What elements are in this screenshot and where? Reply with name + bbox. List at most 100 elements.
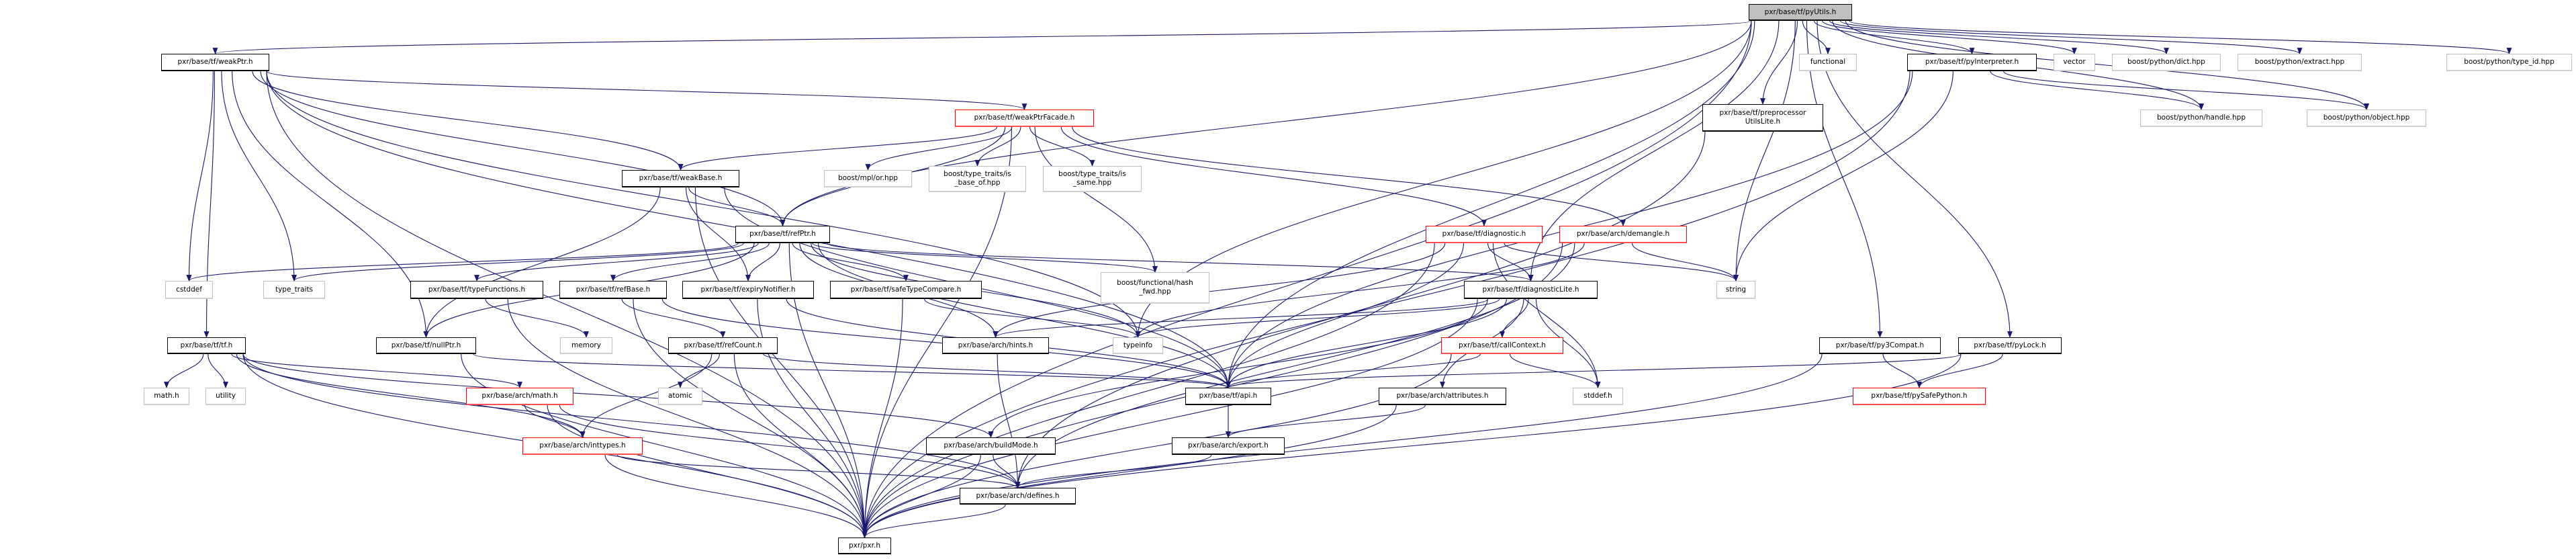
edge-pyLock-to-api <box>1226 353 1962 388</box>
edge-callContext-to-api <box>1226 353 1481 388</box>
edge-tf-to-buildMode <box>242 353 994 438</box>
graph-node-weakPtrFacade[interactable]: pxr/base/tf/weakPtrFacade.h <box>955 110 1094 127</box>
node-label: atomic <box>668 392 692 400</box>
graph-node-typeFunctions[interactable]: pxr/base/tf/typeFunctions.h <box>410 281 543 299</box>
edge-weakPtrFacade-to-weakBase <box>678 126 998 171</box>
edge-typeFunctions-to-pxr <box>507 298 868 538</box>
graph-node-api[interactable]: pxr/base/tf/api.h <box>1185 388 1271 405</box>
graph-node-pyLock[interactable]: pxr/base/tf/pyLock.h <box>1958 337 2062 354</box>
edge-pyUtils-to-string <box>1733 20 1796 282</box>
node-label: type_traits <box>275 285 314 294</box>
graph-node-buildMode[interactable]: pxr/base/arch/buildMode.h <box>926 437 1056 455</box>
graph-node-pyInterpreter[interactable]: pxr/base/tf/pyInterpreter.h <box>1907 54 2037 71</box>
edge-archMath-to-inttypes <box>524 404 586 438</box>
node-label: math.h <box>154 392 179 400</box>
graph-node-refBase[interactable]: pxr/base/tf/refBase.h <box>559 281 667 299</box>
edge-typeFunctions-to-memory <box>485 298 589 338</box>
graph-node-diagLite[interactable]: pxr/base/tf/diagnosticLite.h <box>1464 281 1598 299</box>
edge-pyUtils-to-extract <box>1839 20 2303 54</box>
edge-diagLite-to-hints <box>993 298 1489 338</box>
graph-node-inttypes[interactable]: pxr/base/arch/inttypes.h <box>522 437 643 455</box>
edge-weakPtr-to-pxr <box>266 71 868 538</box>
edge-diagLite-to-callContext <box>1500 298 1529 338</box>
edge-refBase-to-pxr <box>633 298 868 538</box>
graph-node-pySafePython[interactable]: pxr/base/tf/pySafePython.h <box>1853 388 1986 405</box>
node-label: utility <box>216 392 236 400</box>
node-label: vector <box>2063 58 2086 66</box>
node-label: boost/python/type_id.hpp <box>2464 58 2555 66</box>
edge-demangle-to-string <box>1631 243 1739 282</box>
edge-pyUtils-to-preproc <box>1760 20 1798 105</box>
graph-node-archMath[interactable]: pxr/base/arch/math.h <box>466 388 573 405</box>
graph-node-refPtr[interactable]: pxr/base/tf/refPtr.h <box>735 226 830 243</box>
edge-nullPtr-to-api <box>473 353 1231 388</box>
graph-node-weakBase[interactable]: pxr/base/tf/weakBase.h <box>622 170 739 187</box>
node-label: pxr/pxr.h <box>849 541 880 550</box>
graph-node-handle: boost/python/handle.hpp <box>2140 110 2262 127</box>
node-label: pxr/base/tf/pyUtils.h <box>1764 7 1837 16</box>
edge-diagLite-to-pxr <box>862 298 1478 538</box>
edge-attributes-to-export <box>1226 404 1426 438</box>
edge-weakPtrFacade-to-issame <box>1029 126 1095 167</box>
edge-weakPtr-to-cstddef <box>186 71 214 282</box>
edge-pyInterpreter-to-object <box>2003 71 2369 110</box>
node-label: pxr/base/arch/inttypes.h <box>539 441 626 449</box>
node-label: pxr/base/tf/typeFunctions.h <box>428 285 526 294</box>
graph-node-export[interactable]: pxr/base/arch/export.h <box>1172 437 1285 455</box>
edge-refPtr-to-api <box>818 243 1231 388</box>
edge-pyUtils-to-functional <box>1802 20 1831 54</box>
node-label: boost/mpl/or.hpp <box>837 174 899 182</box>
graph-node-defines[interactable]: pxr/base/arch/defines.h <box>960 488 1076 505</box>
graph-node-safeType[interactable]: pxr/base/tf/safeTypeCompare.h <box>830 281 982 299</box>
graph-node-preproc[interactable]: pxr/base/tf/preprocessor UtilsLite.h <box>1702 104 1823 132</box>
node-label: pxr/base/tf/callContext.h <box>1459 341 1546 349</box>
edge-weakPtr-to-typeinfo <box>266 71 1141 338</box>
graph-node-attributes[interactable]: pxr/base/arch/attributes.h <box>1379 388 1506 405</box>
edge-diagnostic-to-api <box>1226 243 1465 388</box>
graph-node-weakPtr[interactable]: pxr/base/tf/weakPtr.h <box>161 54 269 71</box>
edge-pyUtils-to-dict <box>1829 20 2169 54</box>
edge-archMath-to-pxr <box>547 404 868 538</box>
graph-node-tf[interactable]: pxr/base/tf/tf.h <box>167 337 246 354</box>
graph-node-expiry[interactable]: pxr/base/tf/expiryNotifier.h <box>682 281 814 299</box>
graph-node-demangle[interactable]: pxr/base/arch/demangle.h <box>1559 226 1687 243</box>
edge-hints-to-defines <box>997 353 1021 488</box>
graph-node-refCount[interactable]: pxr/base/tf/refCount.h <box>668 337 778 354</box>
node-label: boost/functional/hash _fwd.hpp <box>1117 279 1193 296</box>
edge-refPtr-to-safeType <box>792 243 909 282</box>
edge-refPtr-to-hashfwd <box>812 243 1158 273</box>
edge-tf-to-archMath <box>231 353 522 388</box>
edge-pyInterpreter-to-string <box>1733 71 1953 282</box>
graph-node-py3Compat[interactable]: pxr/base/tf/py3Compat.h <box>1819 337 1941 354</box>
graph-node-cstddef: cstddef <box>165 281 213 299</box>
node-label: pxr/base/tf/py3Compat.h <box>1835 341 1925 349</box>
node-label: pxr/base/tf/weakPtr.h <box>177 58 253 66</box>
edge-refPtr-to-typeFunctions <box>474 243 759 282</box>
graph-node-pxr[interactable]: pxr/pxr.h <box>838 538 891 554</box>
edge-pyLock-to-pxr <box>862 353 1962 538</box>
graph-node-typeinfo: typeinfo <box>1113 337 1163 354</box>
graph-node-string: string <box>1716 281 1755 299</box>
edge-weakPtrFacade-to-mplor <box>865 126 1013 171</box>
node-label: pxr/base/tf/weakBase.h <box>639 174 723 182</box>
node-label: pxr/base/tf/refPtr.h <box>749 230 816 238</box>
edge-diagnostic-to-stddef <box>1493 243 1601 388</box>
edge-pyUtils-to-py3Compat <box>1806 20 1883 338</box>
graph-node-nullPtr[interactable]: pxr/base/tf/nullPtr.h <box>376 337 476 354</box>
node-label: pxr/base/arch/export.h <box>1188 441 1269 449</box>
graph-node-callContext[interactable]: pxr/base/tf/callContext.h <box>1441 337 1563 354</box>
node-label: pxr/base/tf/weakPtrFacade.h <box>974 114 1075 122</box>
edge-refPtr-to-refBase <box>610 243 770 282</box>
edge-weakPtr-to-refPtr <box>260 71 786 226</box>
graph-node-vector: vector <box>2054 54 2095 71</box>
graph-node-hints[interactable]: pxr/base/arch/hints.h <box>942 337 1049 354</box>
node-label: pxr/base/arch/math.h <box>481 392 558 400</box>
graph-node-diagnostic[interactable]: pxr/base/tf/diagnostic.h <box>1426 226 1543 243</box>
edge-refPtr-to-typetraits <box>291 243 744 282</box>
node-label: pxr/base/tf/refBase.h <box>576 285 651 294</box>
edge-refPtr-to-expiry <box>745 243 780 282</box>
node-label: pxr/base/tf/api.h <box>1199 392 1258 400</box>
node-label: boost/python/object.hpp <box>2323 114 2410 122</box>
graph-node-dict: boost/python/dict.hpp <box>2112 54 2221 71</box>
edge-weakBase-to-refPtr <box>688 187 786 226</box>
